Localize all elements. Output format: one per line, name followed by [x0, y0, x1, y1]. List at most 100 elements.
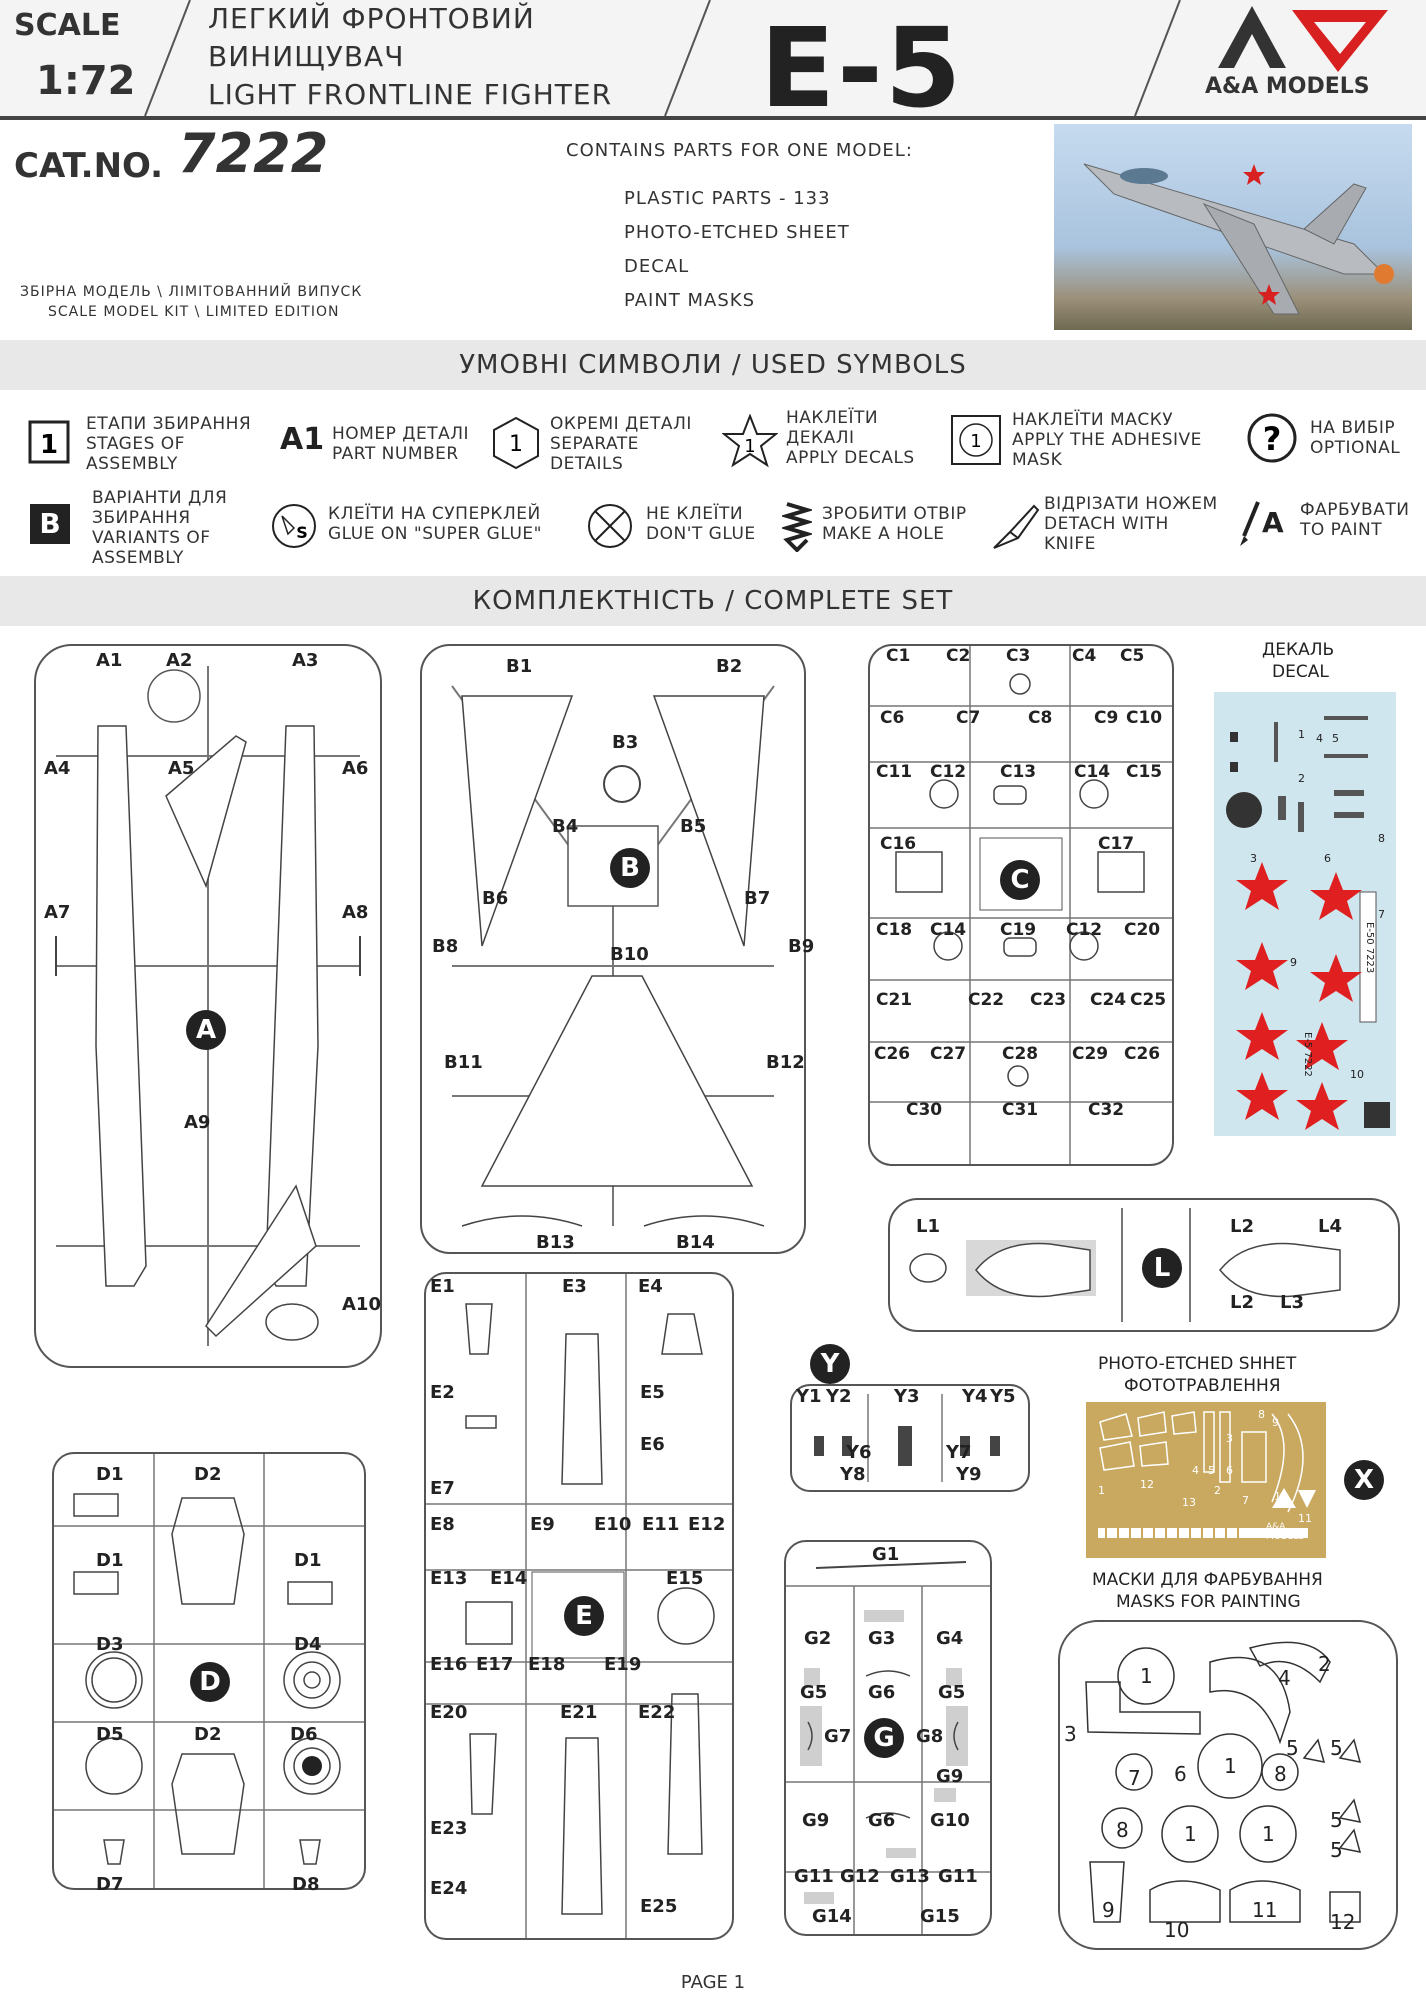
part-label: L1: [916, 1216, 940, 1237]
decal-number: 7: [1378, 908, 1385, 921]
sprue-letter-badge: C: [1000, 860, 1040, 900]
title-ua-line1: ЛЕГКИЙ ФРОНТОВИЙ: [208, 2, 535, 35]
part-label: G3: [868, 1628, 896, 1649]
part-label: Y8: [840, 1464, 866, 1485]
part-label: A7: [44, 902, 71, 923]
part-label: G1: [872, 1544, 900, 1565]
symbol-text: НОМЕР ДЕТАЛІ: [332, 424, 470, 444]
variant-b-icon: B: [30, 504, 70, 544]
symbol-text: DETAILS: [550, 454, 624, 474]
decal-number: 1: [1298, 728, 1305, 741]
sprue-d-drawing: [54, 1454, 364, 1888]
symbol-text: ASSEMBLY: [92, 548, 184, 568]
sprue-letter-badge: A: [186, 1010, 226, 1050]
mask-number: 1: [1224, 1754, 1237, 1778]
part-label: B1: [506, 656, 533, 677]
part-label: C27: [930, 1044, 967, 1064]
part-label: E25: [640, 1896, 678, 1917]
stage-square-icon: 1: [28, 420, 70, 464]
part-label: B5: [680, 816, 707, 837]
symbol-text: OPTIONAL: [1310, 438, 1401, 458]
svg-text:1: 1: [40, 430, 58, 460]
decal-number: 3: [1250, 852, 1257, 865]
part-label: A1: [96, 650, 123, 671]
mask-number: 7: [1128, 1766, 1141, 1790]
part-label: L2: [1230, 1292, 1254, 1313]
boxart-photo: [1054, 124, 1412, 330]
part-label: D2: [194, 1464, 222, 1485]
part-label: C32: [1088, 1100, 1125, 1120]
part-label: B10: [610, 944, 649, 965]
part-label: E2: [430, 1382, 455, 1403]
part-label: C13: [1000, 762, 1037, 782]
part-label: C10: [1126, 708, 1163, 728]
part-label: C2: [946, 646, 971, 666]
contents-item: DECAL: [624, 256, 690, 277]
decal-number: 4: [1316, 732, 1323, 745]
sprue-letter-badge: L: [1142, 1248, 1182, 1288]
mask-number: 11: [1252, 1898, 1278, 1922]
part-label: G12: [840, 1866, 880, 1887]
mask-number: 1: [1184, 1822, 1197, 1846]
part-label: C5: [1120, 646, 1145, 666]
symbol-text: SEPARATE: [550, 434, 639, 454]
part-label: D1: [96, 1464, 124, 1485]
mask-number: 8: [1274, 1762, 1287, 1786]
decal-side-text: E-50 7223: [1364, 922, 1375, 974]
part-label: Y3: [894, 1386, 920, 1407]
mask-sheet: 1 2 3 4 5 5 6 7 1 8 5 8 1 1 5 9 10 11 12: [1058, 1620, 1398, 1950]
symbols-heading: УМОВНІ СИМВОЛИ / USED SYMBOLS: [0, 340, 1426, 390]
part-label: C31: [1002, 1100, 1039, 1120]
decal-title-ua: ДЕКАЛЬ: [1262, 640, 1335, 660]
pe-brand: A&A MODELS: [1266, 1522, 1305, 1542]
sprue-b-drawing: [451, 685, 775, 1227]
aa-logo-icon: [1218, 6, 1388, 72]
sprue-e-drawing: [426, 1274, 732, 1938]
part-label: G13: [890, 1866, 930, 1887]
part-label: G10: [930, 1810, 970, 1831]
superglue-icon: S: [272, 504, 316, 548]
part-label: G11: [794, 1866, 834, 1887]
complete-set-heading: КОМПЛЕКТНІСТЬ / COMPLETE SET: [0, 576, 1426, 626]
pe-number: 5: [1208, 1464, 1215, 1477]
sprue-a: [34, 644, 382, 1368]
decal-drawing: [1226, 716, 1390, 1130]
symbol-text: ФАРБУВАТИ: [1300, 500, 1410, 520]
symbol-text: VARIANTS OF: [92, 528, 211, 548]
part-label: G14: [812, 1906, 852, 1927]
symbol-text: APPLY DECALS: [786, 448, 915, 468]
symbol-text: КЛЕЇТИ НА СУПЕРКЛЕЙ: [328, 504, 541, 524]
part-label: E20: [430, 1702, 468, 1723]
symbol-text: TO PAINT: [1300, 520, 1383, 540]
mask-number: 6: [1174, 1762, 1187, 1786]
part-label: E17: [476, 1654, 514, 1675]
part-label: G4: [936, 1628, 964, 1649]
part-label: Y5: [990, 1386, 1016, 1407]
contents-heading: CONTAINS PARTS FOR ONE MODEL:: [566, 140, 913, 161]
part-label: D5: [96, 1724, 124, 1745]
part-label: E6: [640, 1434, 665, 1455]
symbol-text: НЕ КЛЕЇТИ: [646, 504, 744, 524]
part-label: G6: [868, 1810, 896, 1831]
title-ua-line2: ВИНИЩУВАЧ: [208, 40, 405, 73]
part-label: D1: [96, 1550, 124, 1571]
symbol-text: ВІДРІЗАТИ НОЖЕМ: [1044, 494, 1218, 514]
part-label: E24: [430, 1878, 468, 1899]
part-label: A9: [184, 1112, 211, 1133]
contents-item: PLASTIC PARTS - 133: [624, 188, 831, 209]
svg-text:1: 1: [970, 431, 981, 452]
pe-title-en: PHOTO-ETCHED SHHET: [1098, 1354, 1297, 1374]
part-label: D8: [292, 1874, 320, 1895]
part-label: Y7: [946, 1442, 972, 1463]
mask-number: 5: [1330, 1808, 1343, 1832]
symbol-text: ЗБИРАННЯ: [92, 508, 191, 528]
mask-number: 2: [1318, 1652, 1331, 1676]
question-icon: ?: [1247, 413, 1297, 463]
aircraft-illustration: [1083, 163, 1394, 315]
part-label: G7: [824, 1726, 852, 1747]
pe-number: 2: [1214, 1484, 1221, 1497]
part-label: E3: [562, 1276, 587, 1297]
decal-number: 6: [1324, 852, 1331, 865]
svg-text:?: ?: [1263, 420, 1282, 458]
part-label: C9: [1094, 708, 1119, 728]
